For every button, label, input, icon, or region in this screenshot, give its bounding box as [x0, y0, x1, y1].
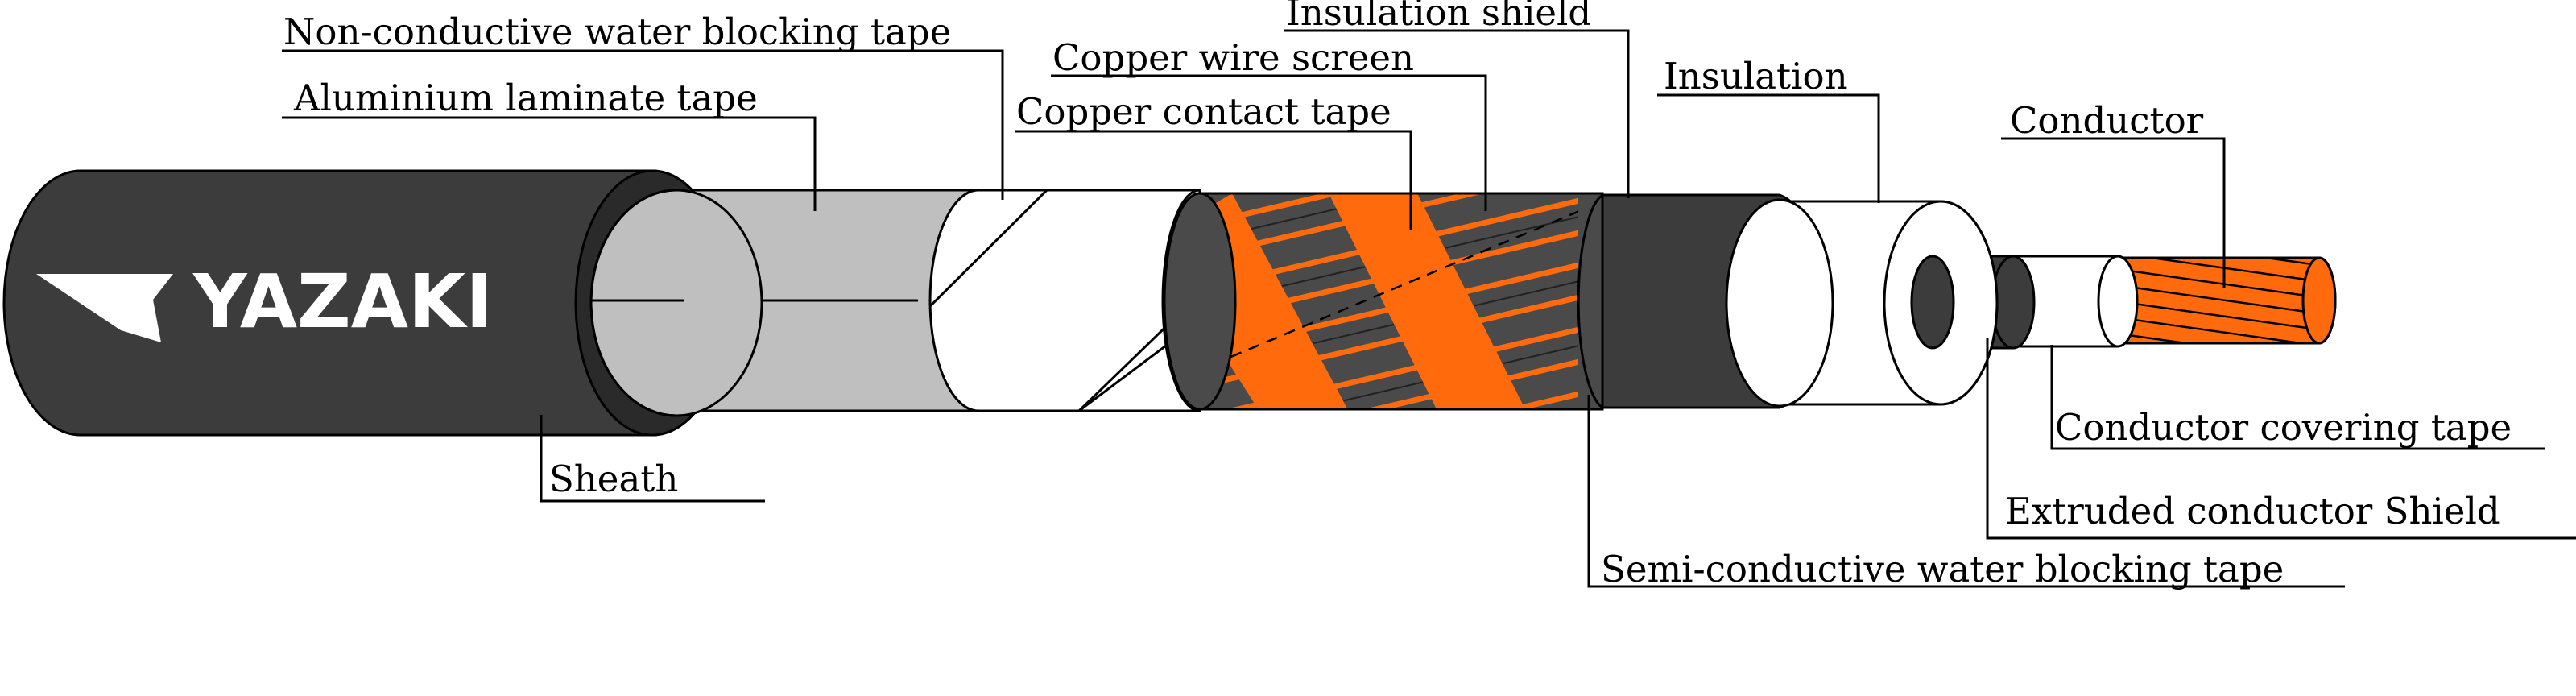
label-extruded-conductor-shield: Extruded conductor Shield: [2005, 490, 2500, 532]
label-insulation-shield: Insulation shield: [1286, 0, 1591, 34]
label-sheath: Sheath: [549, 458, 678, 500]
labels: Non-conductive water blocking tape Alumi…: [283, 0, 2512, 590]
label-non-conductive-water-blocking-tape: Non-conductive water blocking tape: [283, 10, 951, 53]
insulation: [1770, 200, 1999, 406]
label-semi-conductive-water-blocking-tape: Semi-conductive water blocking tape: [1601, 548, 2284, 590]
leader-lines: [282, 29, 2576, 588]
yazaki-logo: YAZAKI: [36, 259, 493, 345]
label-insulation: Insulation: [1664, 55, 1848, 97]
sheath: YAZAKI: [2, 169, 763, 437]
label-conductor-covering-tape: Conductor covering tape: [2055, 406, 2512, 449]
brand-text: YAZAKI: [192, 259, 493, 345]
label-aluminium-laminate-tape: Aluminium laminate tape: [293, 77, 758, 119]
label-copper-wire-screen: Copper wire screen: [1052, 36, 1414, 79]
label-copper-contact-tape: Copper contact tape: [1016, 90, 1391, 133]
non-conductive-water-blocking-tape-layer: [904, 188, 1237, 412]
conductor: [2102, 256, 2337, 345]
label-conductor: Conductor: [2010, 99, 2204, 142]
